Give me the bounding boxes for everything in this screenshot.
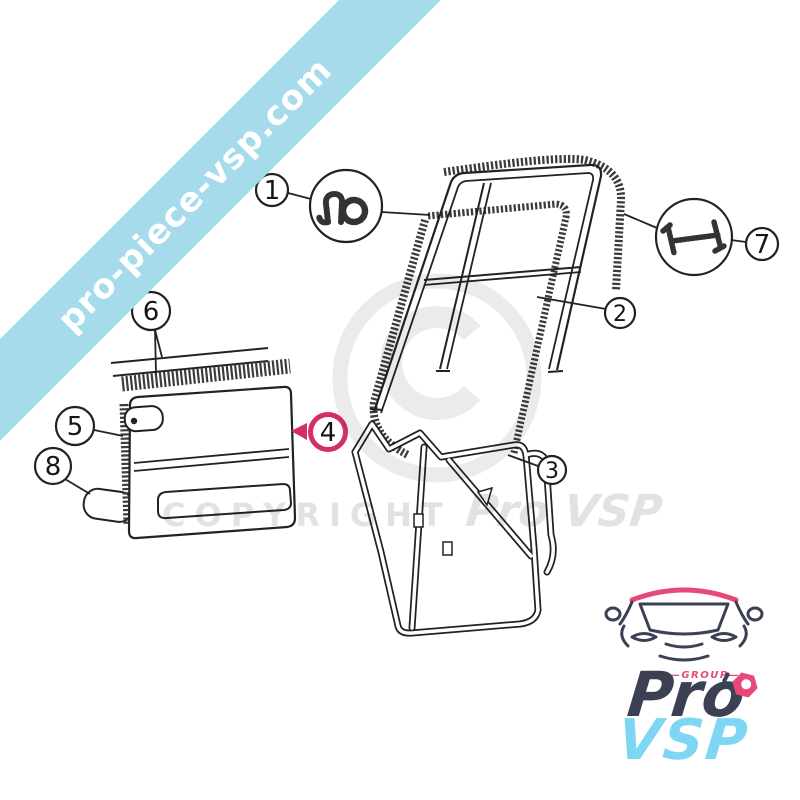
door-crease-lines bbox=[133, 448, 290, 472]
callout-8: 8 bbox=[33, 446, 73, 486]
door-lock-dot bbox=[130, 417, 138, 425]
callout-2: 2 bbox=[603, 296, 637, 330]
callout-2-number: 2 bbox=[613, 302, 627, 327]
scraper-strips bbox=[110, 347, 269, 377]
door-panel bbox=[123, 385, 297, 540]
callout-5-number: 5 bbox=[67, 412, 84, 442]
frame-inner-seal bbox=[427, 200, 570, 454]
door-bottom-pocket bbox=[157, 482, 293, 520]
logo-group-label: —GROUP— bbox=[669, 670, 741, 681]
logo-brand-vsp: VSP bbox=[614, 708, 753, 773]
callout-4-number: 4 bbox=[320, 418, 337, 448]
callout-8-number: 8 bbox=[45, 452, 62, 482]
callout-3-number: 3 bbox=[545, 459, 559, 484]
car-outline-icon bbox=[604, 587, 764, 662]
callout-3: 3 bbox=[536, 454, 568, 486]
callout-6-number: 6 bbox=[143, 297, 160, 327]
callout-1: 1 bbox=[254, 172, 290, 208]
inner-door-frame bbox=[351, 420, 557, 637]
callout-7: 7 bbox=[744, 226, 780, 262]
door-top-seal bbox=[121, 358, 291, 392]
callout-4-highlighted: 4 bbox=[291, 412, 348, 452]
highlight-arrow-icon bbox=[291, 423, 307, 440]
provsp-logo: —GROUP— Pro VSP bbox=[600, 572, 790, 782]
window-frame bbox=[369, 163, 603, 414]
h-seal-profile-icon bbox=[654, 197, 734, 277]
seal-profile-icon bbox=[308, 168, 384, 244]
frame-outer-seal bbox=[443, 154, 626, 291]
hex-nut-icon bbox=[732, 672, 758, 698]
callout-7-number: 7 bbox=[754, 230, 771, 260]
door-left-seal bbox=[119, 403, 133, 526]
callout-5: 5 bbox=[54, 405, 96, 447]
callout-6: 6 bbox=[130, 290, 172, 332]
callout-1-number: 1 bbox=[264, 176, 281, 206]
door-handle-recess bbox=[123, 405, 164, 433]
